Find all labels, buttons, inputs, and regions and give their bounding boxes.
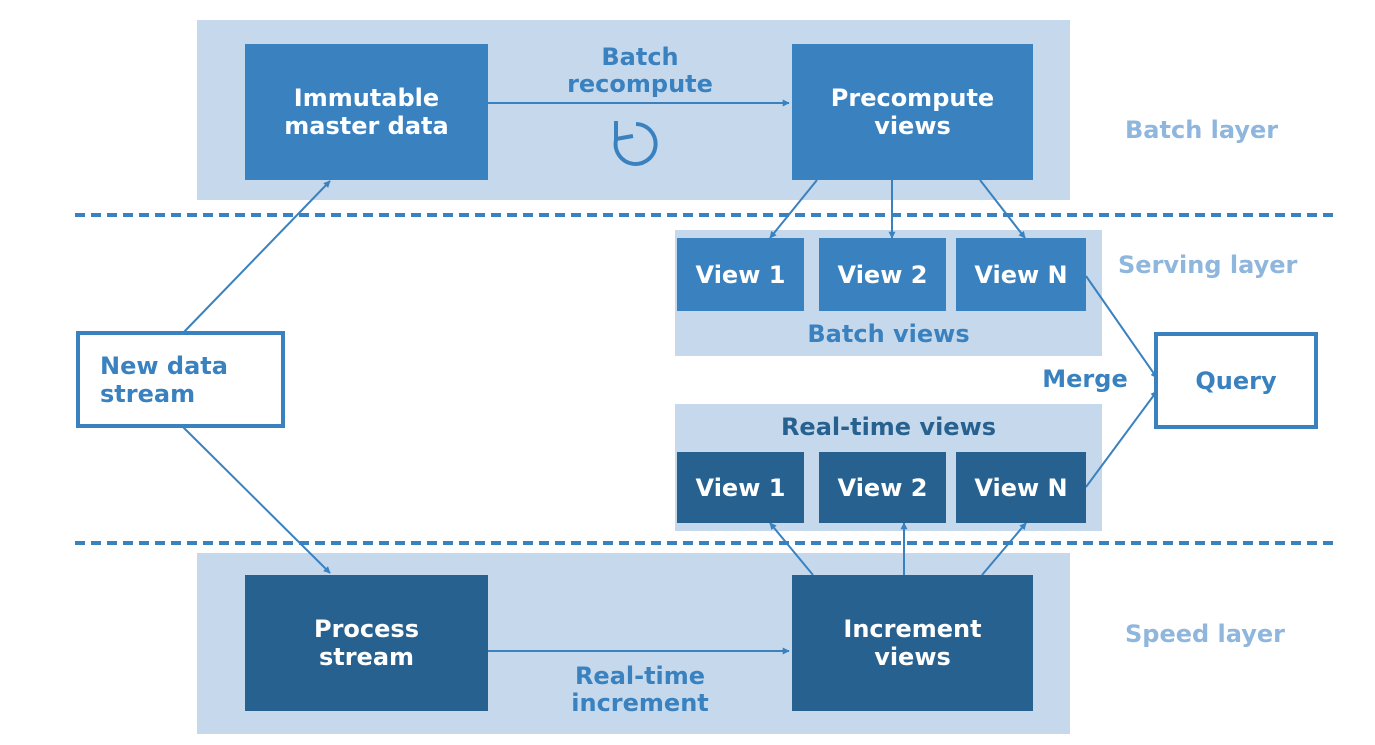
arrow-batch-viewN-to-query bbox=[1085, 275, 1158, 379]
arrow-realtime-viewN-to-query bbox=[1085, 390, 1158, 488]
batch-layer-label: Batch layer bbox=[1125, 116, 1279, 144]
batch-view-2: View 2 bbox=[819, 238, 946, 311]
arrow-increment-viewN bbox=[981, 522, 1027, 576]
process-stream-box: Process stream bbox=[245, 575, 488, 711]
batch-view-1: View 1 bbox=[677, 238, 804, 311]
query-box: Query bbox=[1154, 332, 1318, 429]
batch-view-n-label: View N bbox=[974, 260, 1068, 289]
arrow-precompute-viewN bbox=[979, 179, 1026, 239]
arrow-precompute-view1 bbox=[769, 179, 818, 239]
speed-layer-label: Speed layer bbox=[1125, 620, 1285, 648]
batch-view-n: View N bbox=[956, 238, 1086, 311]
batch-view-2-label: View 2 bbox=[837, 260, 928, 289]
realtime-view-2: View 2 bbox=[819, 452, 946, 523]
serving-layer-label: Serving layer bbox=[1118, 251, 1298, 279]
query-label: Query bbox=[1195, 366, 1277, 395]
process-stream-label: Process stream bbox=[314, 615, 419, 671]
realtime-views-title: Real-time views bbox=[780, 413, 997, 441]
realtime-view-2-label: View 2 bbox=[837, 473, 928, 502]
arrow-stream-to-process bbox=[182, 426, 331, 574]
immutable-master-data-label: Immutable master data bbox=[284, 84, 449, 140]
increment-views-label: Increment views bbox=[843, 615, 982, 671]
batch-recompute-label: Batch recompute bbox=[567, 43, 713, 98]
increment-views-box: Increment views bbox=[792, 575, 1033, 711]
merge-label: Merge bbox=[1042, 365, 1128, 393]
realtime-view-n: View N bbox=[956, 452, 1086, 523]
realtime-view-1-label: View 1 bbox=[695, 473, 786, 502]
realtime-view-n-label: View N bbox=[974, 473, 1068, 502]
immutable-master-data-box: Immutable master data bbox=[245, 44, 488, 180]
arrow-stream-to-master bbox=[182, 180, 331, 334]
precompute-views-box: Precompute views bbox=[792, 44, 1033, 180]
realtime-increment-label: Real-time increment bbox=[571, 662, 709, 717]
new-data-stream-box: New data stream bbox=[76, 331, 285, 428]
precompute-views-label: Precompute views bbox=[830, 84, 995, 140]
batch-views-title: Batch views bbox=[807, 320, 970, 348]
refresh-icon bbox=[613, 121, 658, 166]
batch-view-1-label: View 1 bbox=[695, 260, 786, 289]
new-data-stream-label: New data stream bbox=[100, 351, 228, 408]
arrow-increment-view1 bbox=[769, 522, 814, 576]
realtime-view-1: View 1 bbox=[677, 452, 804, 523]
